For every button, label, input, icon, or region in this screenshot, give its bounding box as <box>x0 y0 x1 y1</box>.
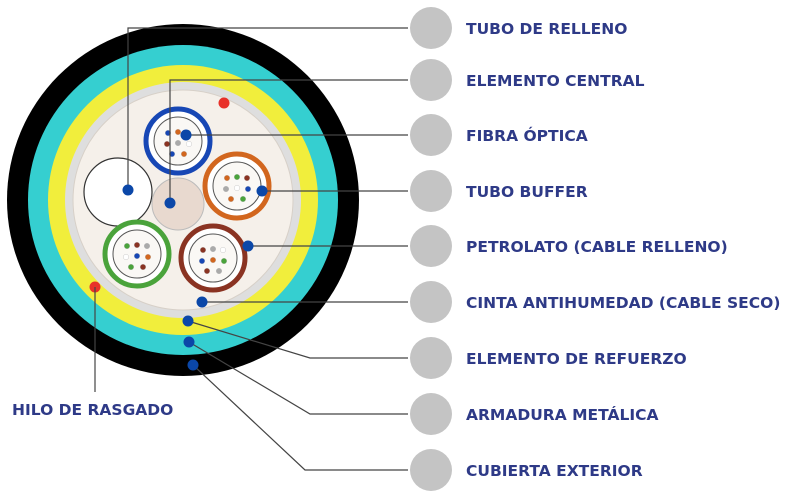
buffer-tube-orange <box>202 151 272 221</box>
optical-fiber <box>239 195 246 202</box>
optical-fiber <box>174 139 181 146</box>
leader-line <box>127 27 408 190</box>
pointer-dot <box>196 296 208 308</box>
pointer-dot <box>164 197 176 209</box>
optical-fiber <box>122 253 129 260</box>
label-bullet-icon <box>410 393 452 435</box>
label-strength-member: ELEMENTO DE REFUERZO <box>466 350 687 368</box>
label-ripcord: HILO DE RASGADO <box>12 401 173 419</box>
filler-tube <box>83 157 153 227</box>
label-bullet-icon <box>410 7 452 49</box>
buffer-tubes <box>102 106 272 293</box>
pointer-dot <box>187 359 199 371</box>
label-bullet-icon <box>410 449 452 491</box>
label-list: TUBO DE RELLENO ELEMENTO CENTRAL FIBRA Ó… <box>410 7 780 491</box>
optical-fiber <box>185 140 192 147</box>
leader-lines <box>94 27 408 471</box>
buffer-tube-green <box>102 219 172 289</box>
optical-fiber <box>203 268 210 275</box>
pointer-dot <box>242 240 254 252</box>
pointer-dots <box>122 129 268 371</box>
optical-fiber <box>243 174 250 181</box>
optical-fiber <box>233 184 240 191</box>
label-optical-fiber: FIBRA ÓPTICA <box>466 126 588 145</box>
label-central-element: ELEMENTO CENTRAL <box>466 72 645 90</box>
optical-fiber <box>174 128 181 135</box>
leader-line <box>188 341 408 415</box>
label-bullet-icon <box>410 337 452 379</box>
label-bullet-icon <box>410 59 452 101</box>
optical-fiber <box>143 242 150 249</box>
optical-fiber <box>180 150 187 157</box>
optical-fiber <box>220 258 227 265</box>
optical-fiber <box>223 174 230 181</box>
leader-line <box>187 320 408 359</box>
optical-fiber <box>209 257 216 264</box>
pointer-dot <box>183 336 195 348</box>
optical-fiber <box>219 246 226 253</box>
pointer-dot <box>122 184 134 196</box>
optical-fiber <box>199 246 206 253</box>
optical-fiber <box>127 264 134 271</box>
pointer-dot <box>180 129 192 141</box>
pointer-dot <box>256 185 268 197</box>
optical-fiber <box>222 185 229 192</box>
optical-fiber <box>209 245 216 252</box>
label-bullet-icon <box>410 225 452 267</box>
leader-line <box>169 79 408 203</box>
optical-fiber <box>233 173 240 180</box>
optical-fiber <box>144 253 151 260</box>
label-metal-armor: ARMADURA METÁLICA <box>466 405 659 424</box>
label-petrolatum: PETROLATO (CABLE RELLENO) <box>466 238 728 256</box>
optical-fiber <box>139 264 146 271</box>
optical-fiber <box>163 140 170 147</box>
buffer-tube-blue <box>143 106 213 176</box>
buffer-tube-brown <box>178 223 248 293</box>
ripcord-dot <box>218 97 230 109</box>
label-buffer-tube: TUBO BUFFER <box>466 183 588 201</box>
optical-fiber <box>215 268 222 275</box>
label-bullet-icon <box>410 281 452 323</box>
label-filler-tube: TUBO DE RELLENO <box>466 20 627 38</box>
pointer-dot <box>182 315 194 327</box>
optical-fiber <box>244 185 251 192</box>
leader-line <box>192 364 408 471</box>
optical-fiber <box>123 242 130 249</box>
optical-fiber <box>227 195 234 202</box>
label-bullet-icon <box>410 114 452 156</box>
central-element <box>151 177 205 231</box>
label-water-block-tape: CINTA ANTIHUMEDAD (CABLE SECO) <box>466 294 780 312</box>
optical-fiber <box>133 241 140 248</box>
optical-fiber <box>133 252 140 259</box>
optical-fiber <box>198 258 205 265</box>
label-outer-jacket: CUBIERTA EXTERIOR <box>466 462 643 480</box>
label-bullet-icon <box>410 170 452 212</box>
